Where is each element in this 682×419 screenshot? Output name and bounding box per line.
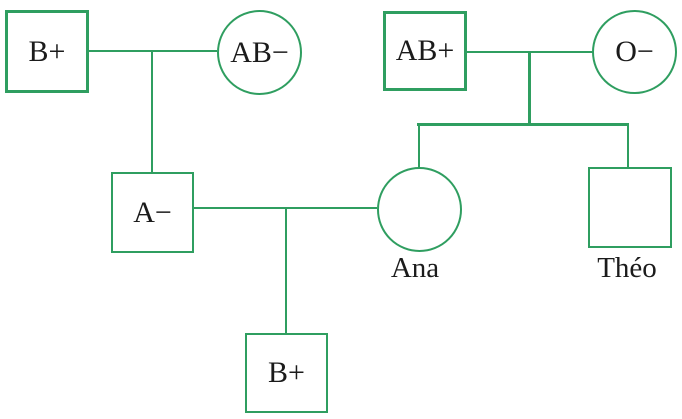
descent-line-to-ana <box>418 125 420 168</box>
node-male-ab-positive: AB+ <box>383 11 467 91</box>
node-male-theo <box>588 167 672 248</box>
node-male-b-positive: B+ <box>5 10 89 93</box>
descent-line-to-grandchild <box>285 208 287 333</box>
blood-type-label: AB+ <box>395 34 455 67</box>
descent-line-to-theo <box>627 125 629 168</box>
node-female-o-negative: O− <box>592 10 677 94</box>
name-label-ana: Ana <box>390 252 440 284</box>
blood-type-label: B+ <box>268 356 305 389</box>
descent-line-right-family <box>528 52 531 125</box>
blood-type-label: AB− <box>230 35 289 69</box>
blood-type-label: O− <box>615 35 654 68</box>
blood-type-label: A− <box>133 195 172 229</box>
node-female-ab-negative: AB− <box>217 10 302 95</box>
node-female-ana <box>377 167 462 252</box>
node-male-child-b-positive: B+ <box>245 333 328 413</box>
node-male-a-negative: A− <box>111 172 194 253</box>
name-label-theo: Théo <box>597 252 657 284</box>
sibling-bar-ana-theo <box>417 123 629 126</box>
descent-line-to-son-a-neg <box>151 51 153 172</box>
blood-type-label: B+ <box>28 34 66 68</box>
